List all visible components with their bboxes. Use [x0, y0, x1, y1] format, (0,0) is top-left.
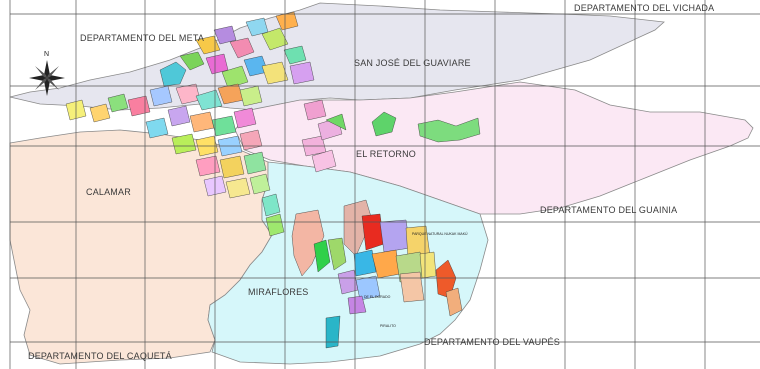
label-departamento-meta: DEPARTAMENTO DEL META: [80, 33, 205, 43]
patch-retorno-1: [371, 111, 397, 137]
vereda-cluster-miraflores: [291, 199, 463, 349]
label-san-jose-del-guaviare: SAN JOSÉ DEL GUAVIARE: [354, 58, 471, 68]
compass-north-label: N: [44, 51, 50, 58]
label-el-retorno: EL RETORNO: [356, 149, 417, 159]
label-miraflores: MIRAFLORES: [248, 287, 309, 297]
small-label-piralito: PIRALITO: [380, 324, 396, 328]
label-departamento-guainia: DEPARTAMENTO DEL GUAINIA: [540, 205, 678, 215]
small-label-parque-nukak: PARQUE NATURAL NUKAK MAKÚ: [412, 232, 468, 236]
compass-rose-icon: [29, 60, 65, 96]
label-departamento-vaupes: DEPARTAMENTO DEL VAUPÉS: [424, 337, 560, 347]
patch-retorno-2: [417, 117, 481, 143]
vereda-cluster-north: [65, 11, 347, 237]
small-label-el-dorado: DE EL DORADO: [364, 295, 391, 299]
coordinate-grid: [9, 0, 760, 369]
label-departamento-vichada: DEPARTAMENTO DEL VICHADA: [574, 3, 715, 13]
label-calamar: CALAMAR: [86, 187, 131, 197]
label-departamento-caqueta: DEPARTAMENTO DEL CAQUETÁ: [28, 351, 172, 361]
